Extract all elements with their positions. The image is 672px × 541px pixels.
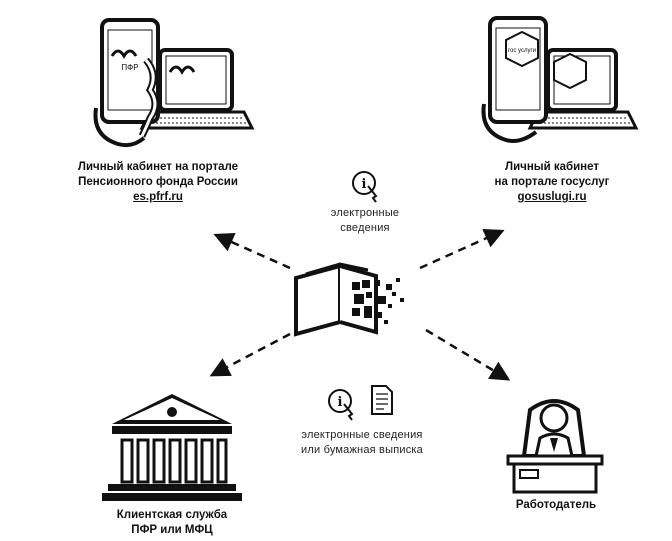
gosuslugi-label: Личный кабинет на портале госуслуг gosus… bbox=[462, 160, 642, 205]
electronic-or-paper-caption: электронные сведения или бумажная выписк… bbox=[262, 428, 462, 458]
phone-icon bbox=[481, 16, 587, 143]
employer-desk-icon bbox=[506, 399, 604, 494]
electronic-info-line-1: электронные bbox=[330, 207, 400, 219]
electronic-info-caption: электронные сведения bbox=[300, 206, 430, 236]
gosuslugi-line-2: на портале госуслуг bbox=[494, 176, 610, 188]
pfr-portal-link[interactable]: es.pfrf.ru bbox=[133, 191, 183, 203]
gosuslugi-link[interactable]: gosuslugi.ru bbox=[517, 191, 587, 203]
pfr-devices-illustration: ПФР bbox=[93, 18, 255, 148]
electronic-or-paper-line-2: или бумажная выписка bbox=[301, 444, 423, 456]
flow-arrows bbox=[209, 229, 511, 381]
laptop-icon bbox=[139, 48, 255, 130]
info-touch-icon: i bbox=[328, 389, 354, 421]
client-service-line-1: Клиентская служба bbox=[116, 509, 228, 521]
employer-label: Работодатель bbox=[486, 498, 626, 513]
book-data-icon bbox=[294, 262, 404, 337]
svg-text:i: i bbox=[338, 395, 343, 410]
document-icon bbox=[371, 385, 393, 415]
pfr-portal-line-2: Пенсионного фонда России bbox=[78, 176, 238, 188]
employer-line-1: Работодатель bbox=[515, 499, 597, 511]
client-service-line-2: ПФР или МФЦ bbox=[131, 524, 213, 536]
arrow-to-pfr-portal bbox=[213, 232, 291, 270]
gosuslugi-screen-text: гос услуги bbox=[508, 48, 536, 54]
arrow-to-employer bbox=[425, 328, 511, 381]
gosuslugi-devices-illustration: гос услуги bbox=[481, 16, 639, 143]
info-touch-icon: i bbox=[352, 171, 378, 203]
pfr-portal-line-1: Личный кабинет на портале bbox=[77, 161, 239, 173]
gosuslugi-line-1: Личный кабинет bbox=[505, 161, 599, 173]
phone-icon bbox=[93, 18, 196, 148]
electronic-info-line-2: сведения bbox=[340, 222, 390, 234]
arrow-to-client-service bbox=[209, 332, 291, 377]
client-service-label: Клиентская служба ПФР или МФЦ bbox=[82, 508, 262, 538]
arrow-to-gosuslugi bbox=[419, 229, 505, 270]
bank-building-icon bbox=[102, 394, 242, 501]
pfr-screen-text: ПФР bbox=[121, 63, 138, 72]
pfr-portal-label: Личный кабинет на портале Пенсионного фо… bbox=[58, 160, 258, 205]
electronic-or-paper-line-1: электронные сведения bbox=[301, 429, 423, 441]
svg-text:i: i bbox=[362, 177, 367, 192]
